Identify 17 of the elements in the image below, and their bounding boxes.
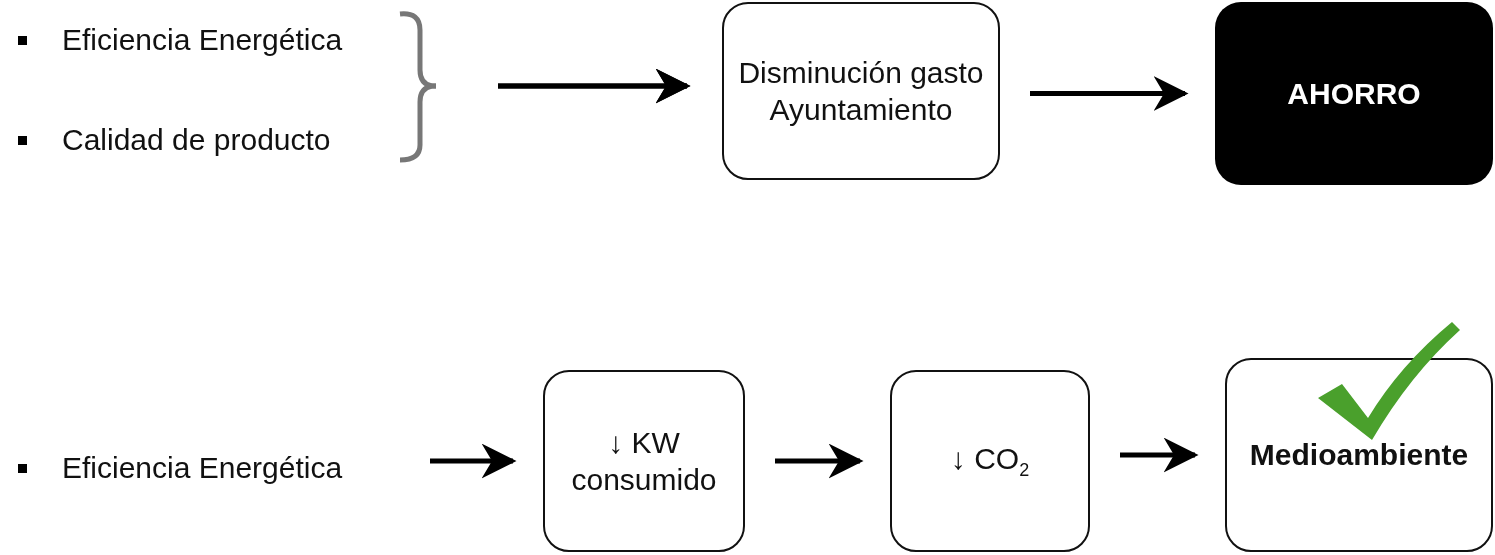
arrow (430, 443, 517, 479)
node-text: ↓ CO$_{2}$ (950, 441, 1030, 482)
node-text: Disminución gasto Ayuntamiento (737, 54, 985, 128)
node-text: Eficiencia Energética (62, 22, 343, 59)
node-text: ↓ KW consumido (570, 424, 718, 498)
arrow (775, 443, 864, 479)
arrow (1030, 76, 1189, 111)
result-box (1225, 358, 1493, 552)
process-box (722, 2, 1000, 180)
node-text: Medioambiente (1249, 437, 1469, 474)
node-text: Calidad de producto (62, 122, 331, 159)
process-box (890, 370, 1090, 552)
arrow (1120, 437, 1199, 473)
process-box (543, 370, 745, 552)
node-text: Eficiencia Energética (62, 450, 343, 487)
result-box (1215, 2, 1493, 185)
node-text: AHORRO (1287, 75, 1421, 112)
